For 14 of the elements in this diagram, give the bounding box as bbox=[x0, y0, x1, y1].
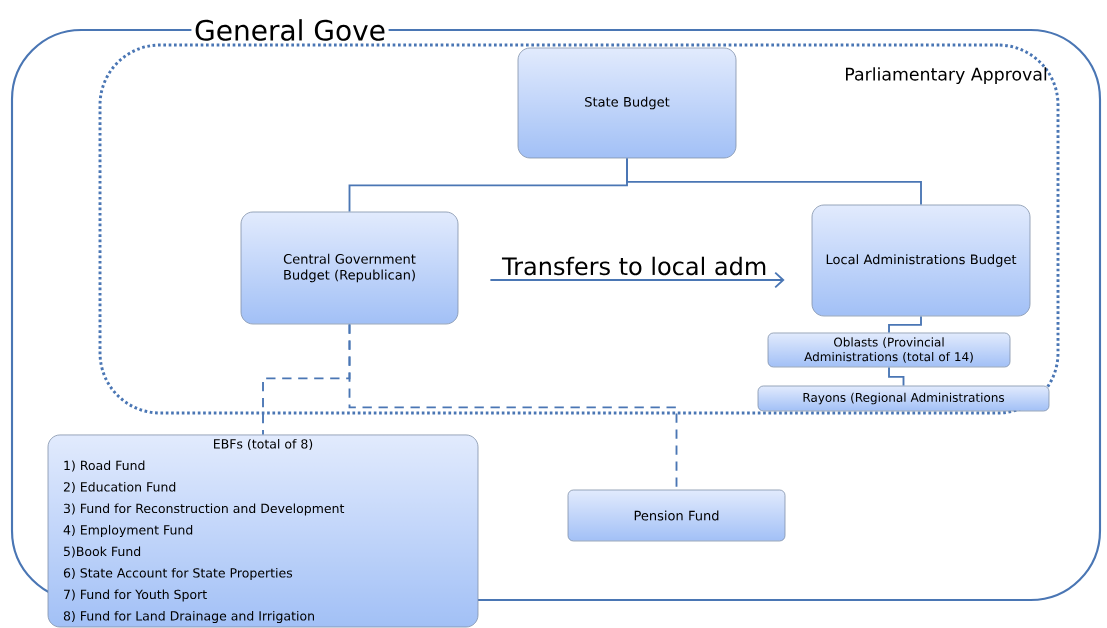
arrow bbox=[489, 271, 785, 289]
administration-box: Oblasts (Provincial Administrations (total of 14) bbox=[767, 332, 1011, 368]
connector-line bbox=[888, 315, 922, 334]
budget-box: State Budget bbox=[517, 47, 737, 159]
budget-box: Central Government Budget (Republican) bbox=[240, 211, 459, 325]
administration-box: Rayons (Regional Administrations bbox=[757, 385, 1050, 412]
fund-box: Pension Fund bbox=[567, 489, 786, 542]
region-title: General Gove bbox=[191, 16, 389, 44]
edge-label: Transfers to local adm bbox=[500, 255, 769, 277]
fund-list-box: EBFs (total of 8) 1) Road Fund 2) Education Fund 3) Fund for Reconstruction and Development 4) Employment Fund 5)Book Fund 6) State Account for State Properties 7) Fund for Youth Sport 8) Fund for Land Drainage and Irrigation bbox=[47, 434, 479, 628]
budget-box: Local Administrations Budget bbox=[811, 204, 1031, 317]
connector-line bbox=[626, 157, 922, 206]
boundary-label: Parliamentary Approval bbox=[846, 67, 1047, 85]
connector-line bbox=[888, 366, 905, 387]
